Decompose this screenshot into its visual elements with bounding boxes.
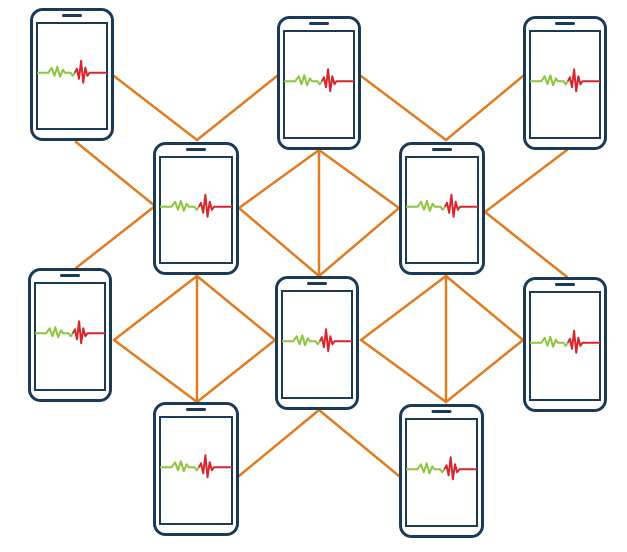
smartphone-seismograph-icon — [275, 276, 359, 410]
seismic-baseline-trace — [284, 74, 323, 87]
smartphone-seismograph-icon — [153, 142, 239, 275]
seismic-baseline-trace — [282, 334, 321, 347]
connection-line — [483, 210, 569, 279]
connection-line — [112, 74, 199, 142]
phone-speaker — [555, 22, 575, 25]
network-nodes — [28, 8, 607, 538]
phone-speaker — [186, 148, 206, 151]
seismic-baseline-trace — [37, 65, 76, 78]
connection-line — [359, 74, 448, 142]
seismic-baseline-trace — [406, 462, 446, 475]
seismic-baseline-trace — [530, 74, 569, 87]
connection-line — [74, 140, 157, 208]
phone-screen — [281, 290, 353, 399]
connection-line — [359, 274, 448, 342]
seismic-spike-trace — [198, 193, 232, 218]
connection-line — [317, 206, 401, 278]
network-connections — [74, 74, 569, 478]
connection-line — [483, 148, 569, 214]
connection-line — [317, 148, 401, 210]
smartphone-seismograph-icon — [28, 268, 112, 402]
smartphone-seismograph-icon — [399, 142, 485, 275]
smartphone-seismograph-icon — [153, 402, 239, 536]
connection-line — [112, 274, 199, 342]
connection-line — [359, 338, 448, 404]
seismic-baseline-trace — [160, 460, 200, 473]
connection-line — [74, 204, 157, 270]
seismic-spike-trace — [198, 454, 232, 479]
connection-line — [237, 206, 321, 278]
seismic-spike-trace — [71, 320, 105, 345]
phone-speaker — [432, 148, 452, 151]
connection-line — [195, 74, 279, 142]
connection-line — [444, 338, 525, 404]
phone-speaker — [309, 22, 329, 25]
smartphone-seismograph-icon — [399, 404, 484, 538]
smartphone-seismograph-icon — [277, 16, 361, 150]
smartphone-seismograph-icon — [523, 277, 607, 412]
seismic-spike-trace — [566, 329, 600, 354]
connection-line — [195, 274, 277, 342]
seismic-baseline-trace — [160, 199, 200, 212]
seismic-spike-trace — [73, 59, 107, 84]
connection-line — [195, 338, 277, 404]
seismic-spike-trace — [320, 68, 354, 93]
connection-line — [237, 148, 321, 210]
phone-speaker — [307, 282, 327, 285]
seismic-baseline-trace — [35, 326, 74, 339]
phone-speaker — [431, 410, 452, 413]
seismic-spike-trace — [566, 68, 600, 93]
phone-speaker — [555, 283, 575, 286]
seismic-spike-trace — [318, 328, 352, 353]
smartphone-seismograph-icon — [30, 8, 114, 141]
seismic-spike-trace — [443, 456, 477, 481]
connection-line — [237, 408, 321, 478]
connection-line — [112, 338, 199, 404]
seismic-baseline-trace — [406, 199, 446, 212]
connection-line — [444, 274, 525, 342]
seismic-baseline-trace — [530, 335, 569, 348]
phone-speaker — [60, 274, 80, 277]
smartphone-seismograph-icon — [523, 16, 607, 150]
connection-line — [444, 74, 525, 142]
phone-speaker — [62, 14, 82, 17]
connection-line — [317, 408, 401, 478]
phone-speaker — [186, 408, 206, 411]
seismic-spike-trace — [444, 193, 478, 218]
